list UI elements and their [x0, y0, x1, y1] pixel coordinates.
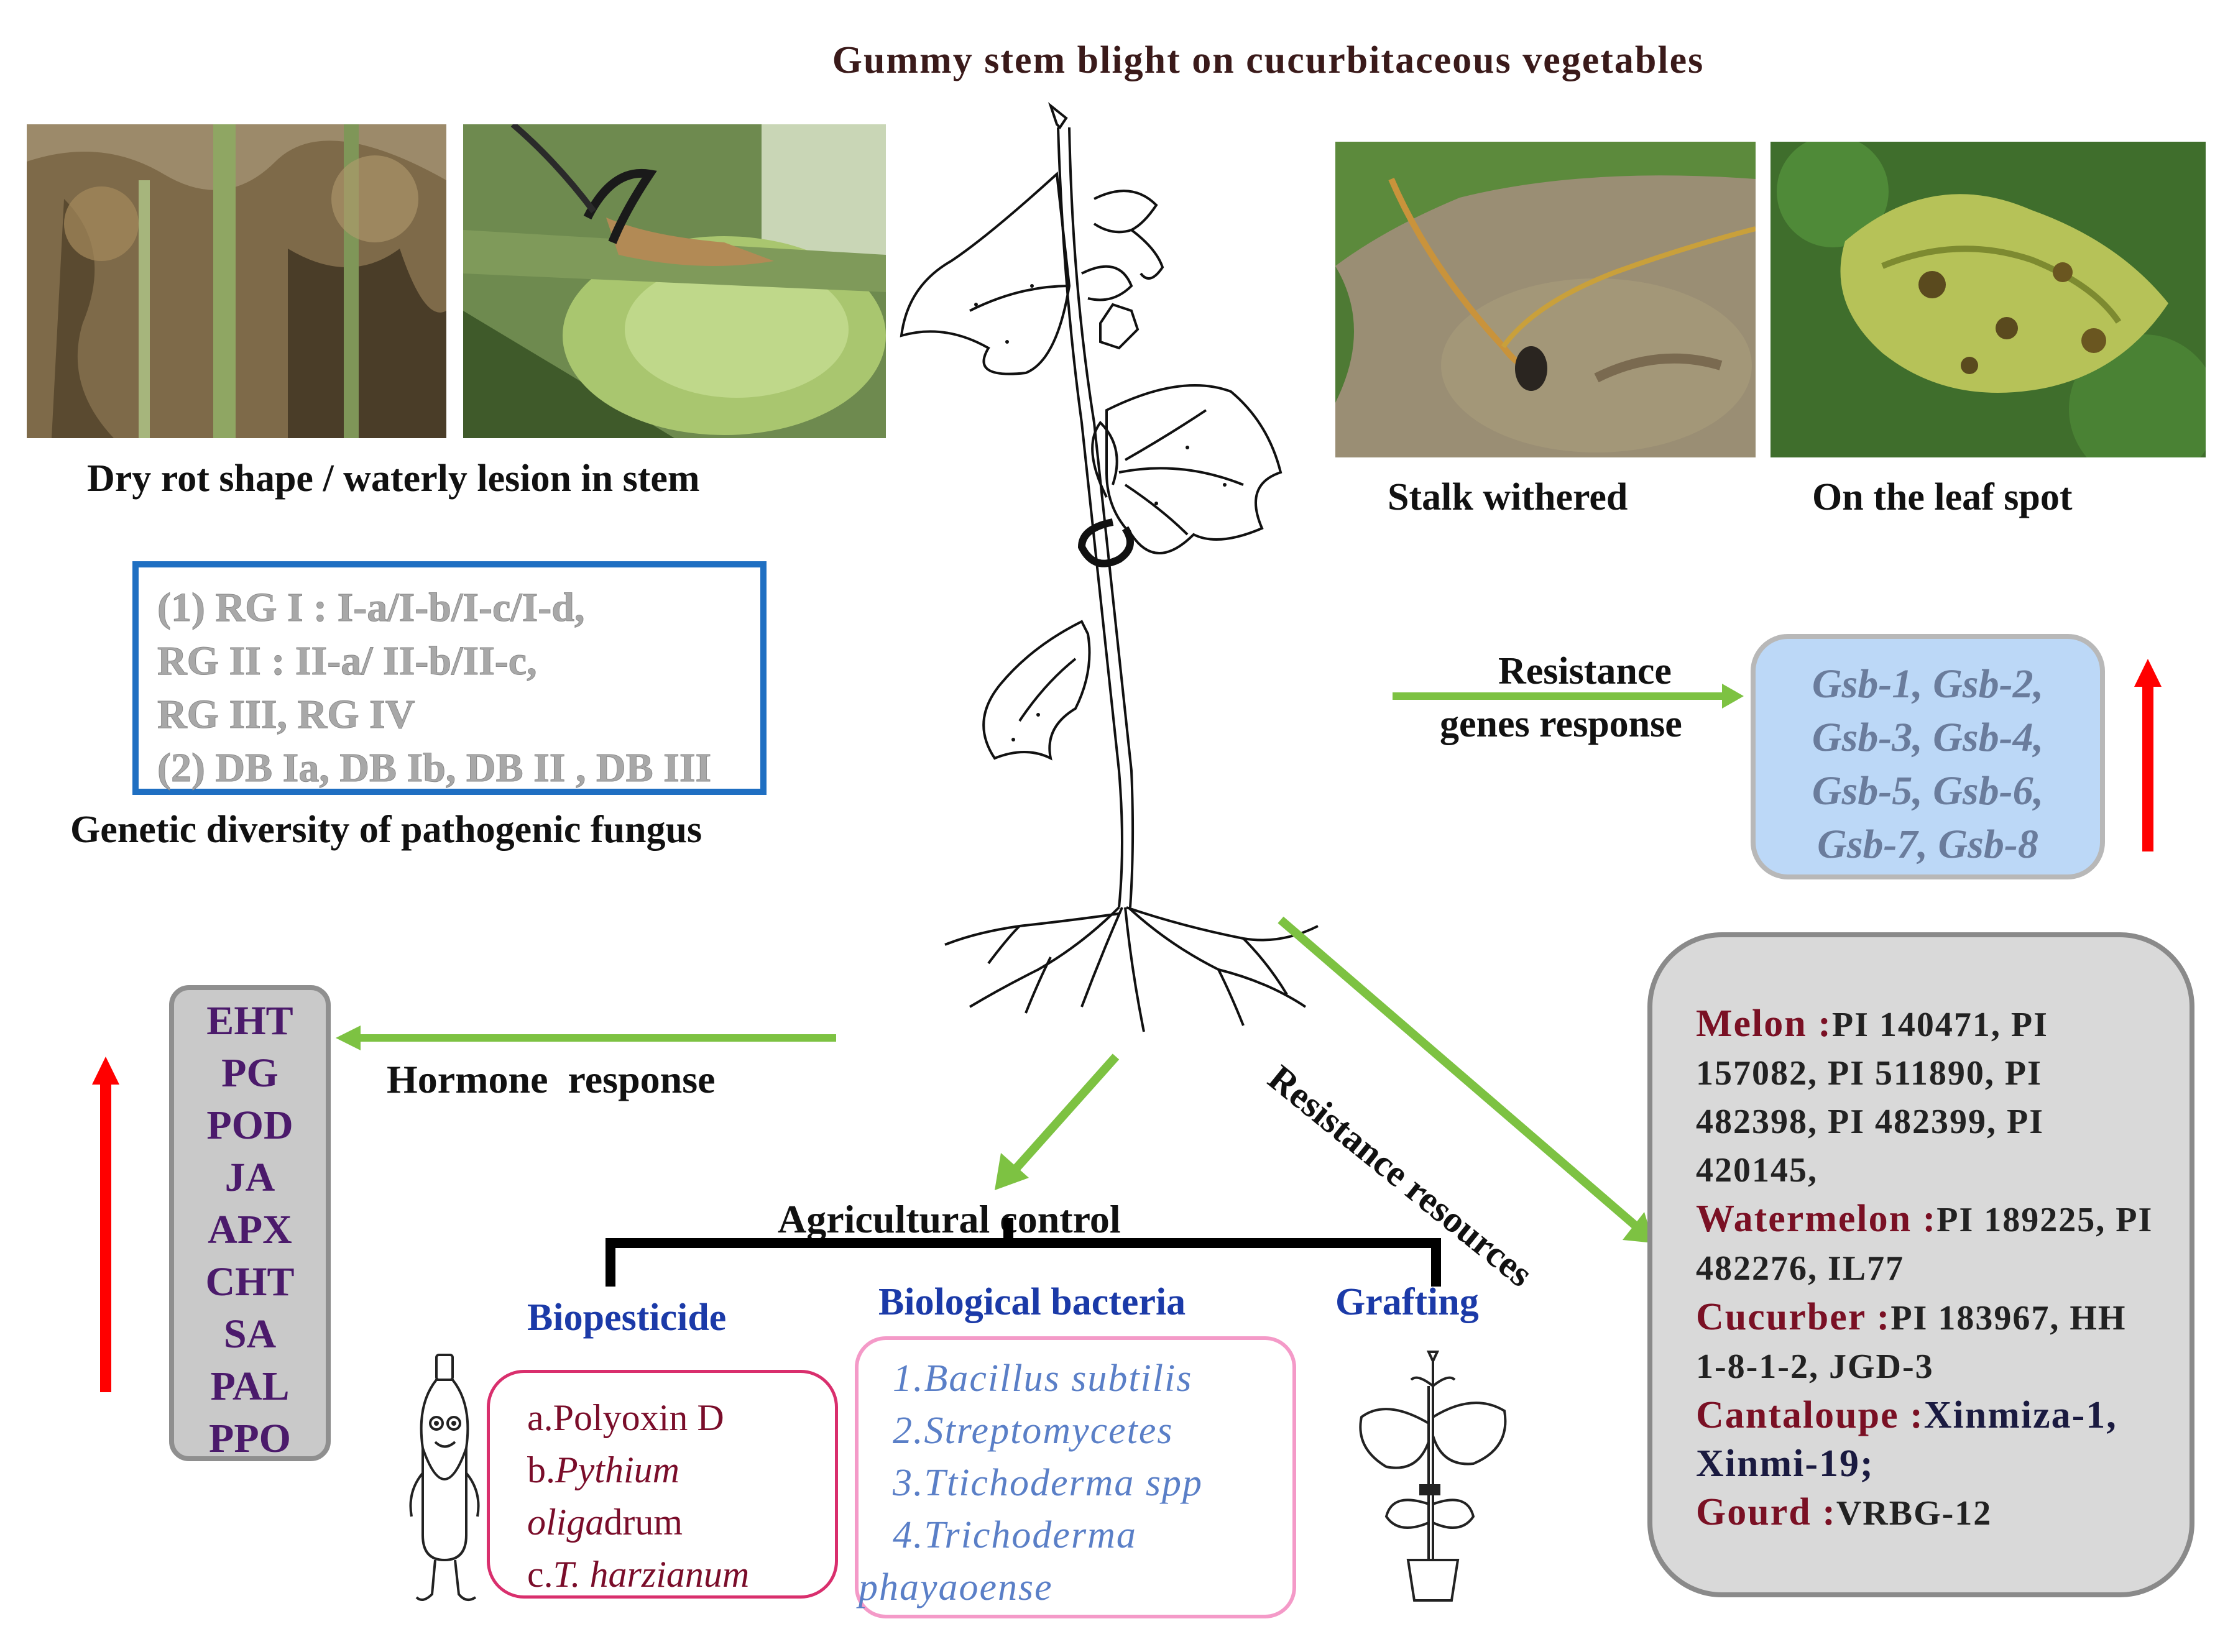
photo-stem-dry-rot: [27, 124, 446, 438]
cucurber-entry: Cucurber :PI 183967, HH 1-8-1-2, JGD-3: [1696, 1293, 2165, 1391]
gene-line: Gsb-7, Gsb-8: [1817, 822, 2038, 867]
gene-line: Gsb-3, Gsb-4,: [1812, 715, 2044, 760]
rg-groups-box: (1) RG I : I-a/I-b/I-c/I-d, RG II : II-a…: [132, 561, 767, 795]
up-arrow-hormone: [92, 1057, 119, 1392]
photo-stem-lesion: [463, 124, 886, 438]
cucurbit-plant-illustration: [900, 102, 1319, 1032]
arrow-resistance-resources: [1278, 916, 1654, 1243]
cantaloupe-name: Cantaloupe :: [1696, 1394, 1924, 1436]
cucurber-name: Cucurber :: [1696, 1296, 1891, 1338]
arrow-hormone: [336, 1026, 836, 1050]
resistance-genes-box: Gsb-1, Gsb-2, Gsb-3, Gsb-4, Gsb-5, Gsb-6…: [1751, 634, 2105, 879]
hormone-item: PPO: [209, 1416, 291, 1461]
bacteria-item: 1.Bacillus subtilis: [893, 1357, 1193, 1400]
subhead-biopesticide: Biopesticide: [527, 1296, 727, 1339]
bacteria-item: 4.Trichoderma: [893, 1514, 1137, 1556]
bio-item-b-cont: oligadrum: [527, 1496, 835, 1548]
bacteria-item: phayaoense: [859, 1566, 1053, 1608]
label-agricultural-control: Agricultural control: [774, 1196, 1125, 1242]
bio-item-a: a.Polyoxin D: [527, 1397, 724, 1438]
bio-item-b: b.Pythium: [527, 1444, 835, 1496]
arrow-agricultural: [995, 1053, 1120, 1190]
rg-line: RG III, RG IV: [157, 692, 415, 738]
hormone-item: APX: [208, 1207, 292, 1252]
grafting-plant-illustration: [1359, 1351, 1507, 1602]
biopesticide-box: a.Polyoxin D b.Pythium oligadrum c.T. ha…: [487, 1370, 838, 1599]
arrow-resistance-genes: [1393, 684, 1744, 709]
bio-item-c-prefix: c.: [527, 1554, 553, 1595]
bio-item-b2-rest: drum: [604, 1502, 683, 1543]
figure-title: Gummy stem blight on cucurbitaceous vege…: [832, 39, 1705, 81]
bottle-mascot-illustration: [409, 1354, 480, 1601]
up-arrow-genes: [2134, 659, 2162, 851]
hormone-item: CHT: [205, 1259, 295, 1305]
cantaloupe-entry: Cantaloupe :Xinmiza-1, Xinmi-19;: [1696, 1391, 2165, 1488]
agricultural-branch-bracket: [606, 1218, 1441, 1287]
bio-item-c-species: T. harzianum: [553, 1554, 750, 1595]
hormone-item: JA: [224, 1155, 275, 1200]
rg-line: RG II : II-a/ II-b/II-c,: [157, 638, 538, 684]
resistance-resources-box: Melon :PI 140471, PI 157082, PI 511890, …: [1647, 932, 2194, 1597]
hormone-item: PAL: [210, 1364, 290, 1409]
gourd-name: Gourd :: [1696, 1491, 1836, 1533]
caption-genetic-diversity: Genetic diversity of pathogenic fungus: [70, 809, 702, 851]
label-resistance-genes-2: genes response: [1440, 703, 1682, 745]
photo-stalk-withered: [1335, 142, 1756, 457]
hormone-box: EHT PG POD JA APX CHT SA PAL PPO: [169, 985, 331, 1461]
melon-value: PI 140471, PI 157082, PI 511890, PI 4823…: [1696, 1006, 2048, 1190]
bio-item-b2-italic: oliga: [527, 1502, 604, 1543]
hormone-item: POD: [206, 1103, 293, 1148]
bio-item-c: c.T. harzianum: [527, 1548, 835, 1600]
gourd-value: VRBG-12: [1836, 1494, 1992, 1533]
melon-entry: Melon :PI 140471, PI 157082, PI 511890, …: [1696, 999, 2165, 1195]
caption-stem: Dry rot shape / waterly lesion in stem: [87, 457, 700, 500]
melon-name: Melon :: [1696, 1003, 1832, 1045]
gene-line: Gsb-1, Gsb-2,: [1812, 661, 2044, 707]
bacteria-item: 2.Streptomycetes: [893, 1410, 1174, 1452]
caption-stalk: Stalk withered: [1388, 476, 1628, 518]
watermelon-value: PI 189225, PI 482276, IL77: [1696, 1201, 2153, 1288]
subhead-grafting: Grafting: [1335, 1281, 1479, 1323]
subhead-biological-bacteria: Biological bacteria: [878, 1281, 1186, 1323]
hormone-item: PG: [221, 1050, 279, 1096]
bacteria-box: 1.Bacillus subtilis 2.Streptomycetes 3.T…: [855, 1336, 1296, 1618]
bio-item-b-prefix: b.: [527, 1449, 555, 1490]
bacteria-item: 3.Tticho­derma spp: [893, 1462, 1203, 1504]
cucurber-value: PI 183967, HH 1-8-1-2, JGD-3: [1696, 1299, 2127, 1386]
watermelon-name: Watermelon :: [1696, 1198, 1937, 1240]
caption-leaf: On the leaf spot: [1812, 476, 2073, 518]
photo-leaf-spot: [1771, 142, 2206, 457]
cantaloupe-value: Xinmiza-1, Xinmi-19;: [1696, 1394, 2117, 1485]
gene-line: Gsb-5, Gsb-6,: [1812, 768, 2044, 814]
hormone-item: SA: [223, 1311, 277, 1357]
rg-line: (2) DB Ia, DB Ib, DB II , DB III: [157, 745, 712, 791]
gourd-entry: Gourd :VRBG-12: [1696, 1488, 2165, 1538]
rg-line: (1) RG I : I-a/I-b/I-c/I-d,: [157, 585, 586, 631]
label-resistance-genes-1: Resistance: [1498, 650, 1672, 692]
bio-item-b-genus: Pythium: [555, 1449, 679, 1490]
watermelon-entry: Watermelon :PI 189225, PI 482276, IL77: [1696, 1195, 2165, 1293]
hormone-item: EHT: [206, 998, 293, 1044]
label-hormone-response: Hormone response: [387, 1057, 716, 1101]
